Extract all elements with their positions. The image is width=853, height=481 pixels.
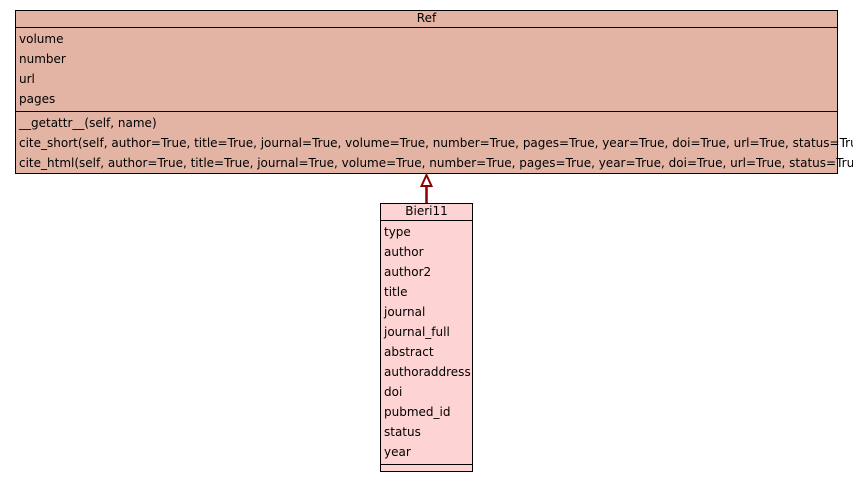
ref-attributes: volume number url pages	[16, 28, 837, 112]
bieri11-class-box: Bieri11 type author author2 title journa…	[380, 203, 473, 472]
ref-attribute: number	[19, 52, 66, 66]
bieri11-attribute: abstract	[384, 345, 434, 359]
bieri11-attribute: author2	[384, 265, 432, 279]
ref-method: cite_html(self, author=True, title=True,…	[19, 156, 853, 170]
bieri11-attribute: status	[384, 425, 421, 439]
bieri11-attribute: pubmed_id	[384, 405, 451, 419]
ref-class-box: Ref volume number url pages __getattr__(…	[15, 10, 853, 175]
ref-methods: __getattr__(self, name) cite_short(self,…	[16, 112, 853, 175]
ref-method: cite_short(self, author=True, title=True…	[19, 136, 853, 150]
inheritance-arrowhead	[419, 172, 434, 187]
bieri11-attribute: authoraddress	[384, 365, 471, 379]
bieri11-attribute: journal_full	[384, 325, 450, 339]
bieri11-attribute: type	[384, 225, 411, 239]
bieri11-attribute: doi	[384, 385, 403, 399]
bieri11-attributes: type author author2 title journal journa…	[381, 221, 472, 465]
bieri11-attribute: year	[384, 445, 411, 459]
bieri11-methods	[381, 465, 472, 471]
bieri11-attribute: author	[384, 245, 424, 259]
ref-class-name: Ref	[16, 11, 837, 28]
ref-attribute: pages	[19, 92, 56, 106]
bieri11-attribute: title	[384, 285, 408, 299]
ref-attribute: url	[19, 72, 35, 86]
bieri11-attribute: journal	[384, 305, 426, 319]
ref-attribute: volume	[19, 32, 64, 46]
bieri11-class-name: Bieri11	[381, 204, 472, 221]
ref-method: __getattr__(self, name)	[19, 116, 157, 130]
